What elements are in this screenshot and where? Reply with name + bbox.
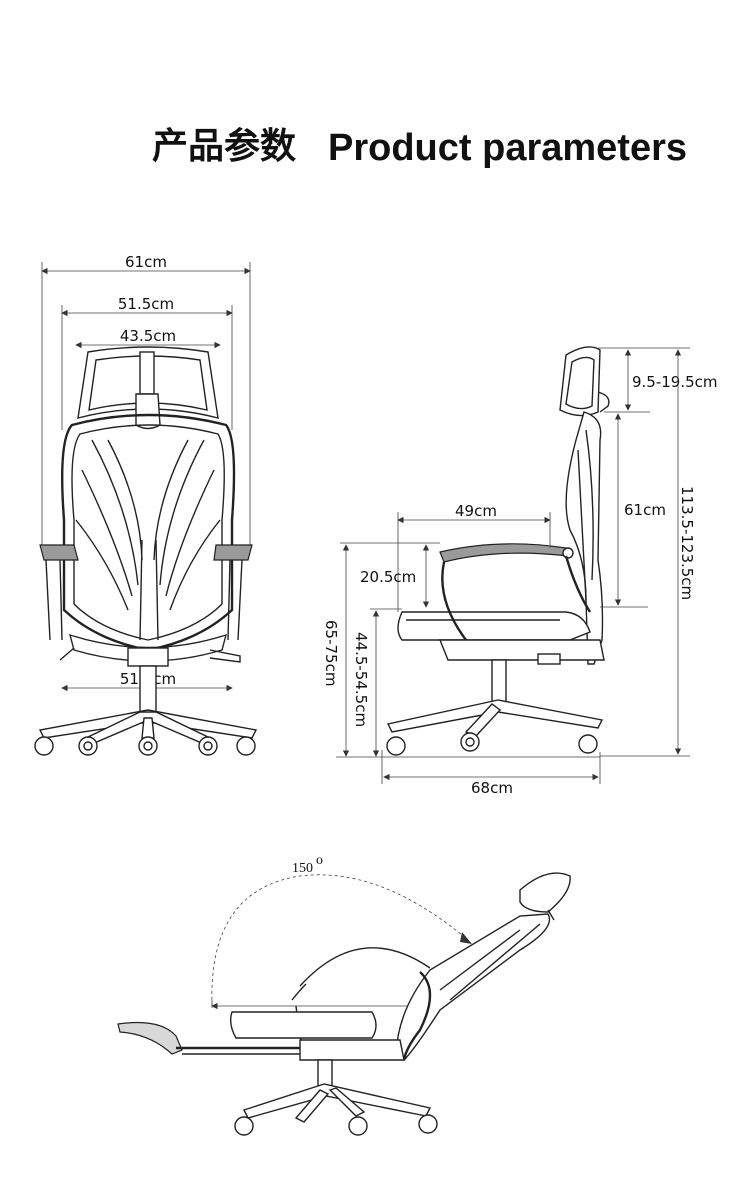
recline-backrest-shape xyxy=(395,913,551,1061)
dimension-headrest-width: 43.5cm xyxy=(75,327,221,349)
label-backrest-height: 61cm xyxy=(624,501,666,519)
recline-armrest-shape xyxy=(299,947,431,987)
dimension-overall-height: 65-75cm xyxy=(322,544,600,758)
side-casters xyxy=(386,732,598,756)
recline-angle-indicator: 150 o xyxy=(211,853,472,1010)
label-armrest-height: 20.5cm xyxy=(360,568,416,586)
dimension-armrest-height: 20.5cm xyxy=(340,542,440,610)
label-armrest-width: 51.5cm xyxy=(118,295,174,313)
dimension-overall-width: 61cm xyxy=(41,253,251,545)
front-view-drawing: 61cm 51.5cm 43.5cm xyxy=(34,253,258,756)
front-left-armrest xyxy=(39,544,79,561)
dimension-seat-height: 44.5-54.5cm xyxy=(352,610,380,757)
recline-footrest-shape xyxy=(117,1021,183,1055)
label-headrest-adjust: 9.5-19.5cm xyxy=(632,373,718,391)
recline-view-drawing: 150 o xyxy=(117,853,571,1136)
degree-symbol: o xyxy=(316,853,323,868)
label-overall-width: 61cm xyxy=(125,253,167,271)
label-seat-height: 44.5-54.5cm xyxy=(352,632,370,727)
label-armrest-depth: 49cm xyxy=(455,502,497,520)
side-view-drawing: 9.5-19.5cm 61cm 113.5-123.5cm 49cm 20.5c… xyxy=(322,346,718,797)
title-english: Product parameters xyxy=(328,127,687,169)
page-title: 产品参数 Product parameters xyxy=(152,126,687,169)
dimension-headrest-adjust: 9.5-19.5cm xyxy=(598,347,718,413)
recline-casters xyxy=(234,1114,438,1136)
dimension-backrest-height: 61cm xyxy=(600,413,666,608)
front-casters xyxy=(34,736,256,756)
side-headrest-shape xyxy=(559,346,601,417)
label-overall-height: 65-75cm xyxy=(322,620,340,686)
front-right-armrest xyxy=(213,544,253,561)
recline-seat-shape xyxy=(229,1011,377,1039)
label-total-height: 113.5-123.5cm xyxy=(678,486,696,600)
label-headrest-width: 43.5cm xyxy=(120,327,176,345)
dimension-total-height: 113.5-123.5cm xyxy=(600,349,696,757)
dimension-base-depth: 68cm xyxy=(381,750,601,797)
side-seat-shape xyxy=(397,611,591,641)
title-chinese: 产品参数 xyxy=(152,126,296,167)
recline-headrest-shape xyxy=(519,872,571,913)
dimension-armrest-depth: 49cm xyxy=(397,502,551,612)
side-armrest-shape xyxy=(439,543,569,563)
dimension-armrest-width: 51.5cm xyxy=(61,295,233,430)
front-backrest-shape xyxy=(61,413,236,652)
label-base-depth: 68cm xyxy=(471,779,513,797)
label-recline-angle: 150 xyxy=(292,861,313,876)
